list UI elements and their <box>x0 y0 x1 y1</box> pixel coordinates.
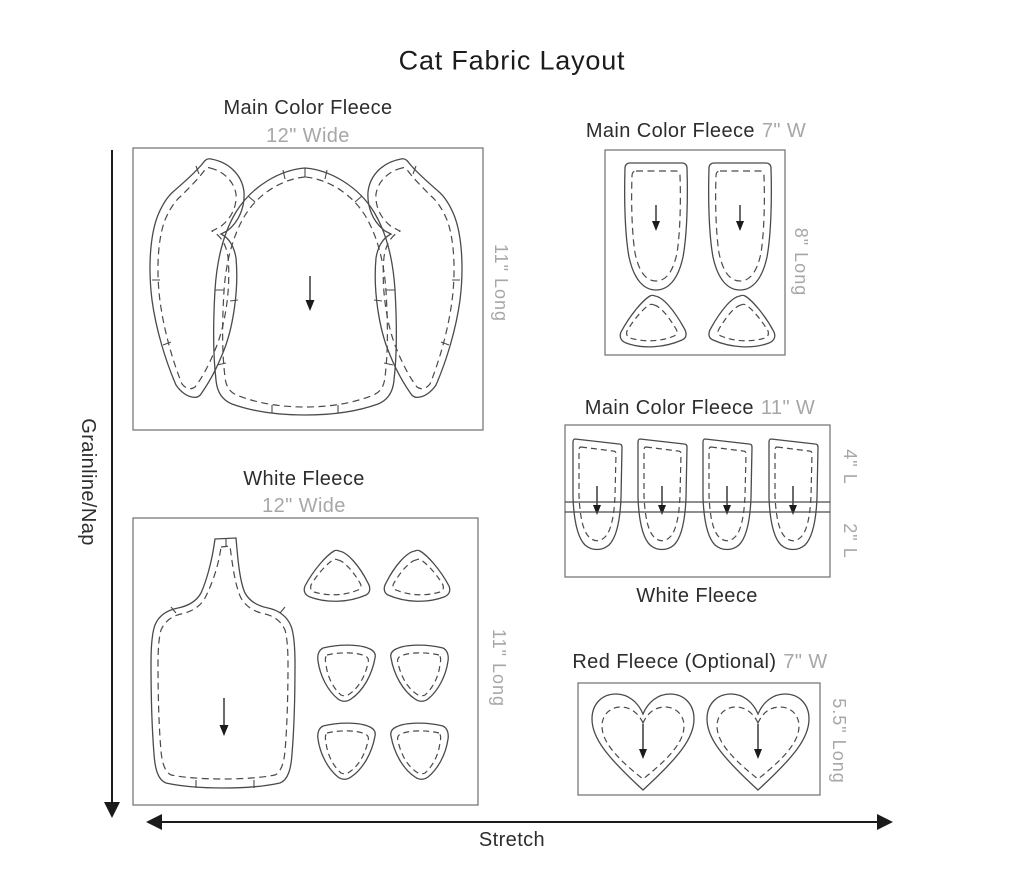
hearts-panel-length-label: 5.5" Long <box>829 698 849 784</box>
ear-piece-1 <box>619 294 687 348</box>
cheek-piece-2 <box>390 644 449 702</box>
belly-piece <box>150 537 296 789</box>
stretch-axis-label: Stretch <box>478 829 546 851</box>
paws-panel-width-label: 11" W <box>760 397 816 419</box>
belly-notches <box>170 538 286 788</box>
paws-lower-length-label: 2" L <box>840 523 860 559</box>
ears-panel-width-label: 7" W <box>761 120 807 142</box>
stretch-arrowhead-left <box>146 814 162 830</box>
stretch-axis <box>146 814 893 830</box>
paws-panel-title-row: Main Color Fleece 11" W <box>585 398 815 418</box>
tail-piece-1 <box>623 162 689 291</box>
arm-notches <box>152 165 239 346</box>
belly-panel-title: White Fleece <box>243 468 365 490</box>
grainline-arrowhead-down <box>104 802 120 818</box>
ears-panel-title-row: Main Color Fleece 7" W <box>586 121 806 141</box>
heart-piece-1 <box>591 693 695 791</box>
belly-panel-width-label: 12" Wide <box>262 495 346 517</box>
ears-fleece-box <box>604 149 786 356</box>
paws-fleece-box <box>564 424 831 578</box>
hearts-fleece-box <box>577 682 821 796</box>
paw-piece-3 <box>702 438 753 551</box>
belly-panel-length-label: 11" Long <box>489 628 509 708</box>
ear-piece-2 <box>708 294 776 348</box>
main-panel-width-label: 12" Wide <box>266 125 350 147</box>
paws-upper-length-label: 4" L <box>840 449 860 485</box>
paws-panel-title: Main Color Fleece <box>584 397 754 419</box>
tail-piece-2 <box>707 162 773 291</box>
fabric-boxes <box>132 147 831 806</box>
inner-ear-piece-2 <box>383 549 451 602</box>
paws-cut-divider-lines <box>565 501 830 513</box>
paws-lower-title: White Fleece <box>636 585 758 607</box>
stretch-arrowhead-right <box>877 814 893 830</box>
inner-ear-piece-1 <box>303 549 371 602</box>
paw-piece-2 <box>637 438 688 551</box>
hearts-panel-width-label: 7" W <box>783 651 828 673</box>
cheek-piece-1 <box>317 644 376 702</box>
heart-piece-2 <box>706 693 810 791</box>
grainline-axis-label: Grainline/Nap <box>77 418 99 546</box>
ears-panel-title: Main Color Fleece <box>585 120 755 142</box>
hearts-panel-title-row: Red Fleece (Optional) 7" W <box>572 652 827 672</box>
belly-fleece-box <box>132 517 479 806</box>
arm-piece-right <box>367 158 463 399</box>
paw-piece-4 <box>768 438 819 551</box>
cheek-piece-4 <box>390 722 449 780</box>
body-grain-arrow <box>305 276 315 311</box>
ears-panel-length-label: 8" Long <box>791 227 811 297</box>
body-notches <box>215 168 395 413</box>
main-fleece-box <box>132 147 484 431</box>
main-panel-title: Main Color Fleece <box>223 97 393 119</box>
belly-grain-arrow <box>219 698 229 736</box>
cheek-piece-3 <box>317 722 376 780</box>
grainline-axis <box>104 150 120 818</box>
main-panel-length-label: 11" Long <box>491 243 511 323</box>
page-title: Cat Fabric Layout <box>398 45 626 76</box>
paw-piece-1 <box>572 438 623 551</box>
arm-piece-left <box>149 158 245 399</box>
hearts-panel-title: Red Fleece (Optional) <box>572 651 777 673</box>
